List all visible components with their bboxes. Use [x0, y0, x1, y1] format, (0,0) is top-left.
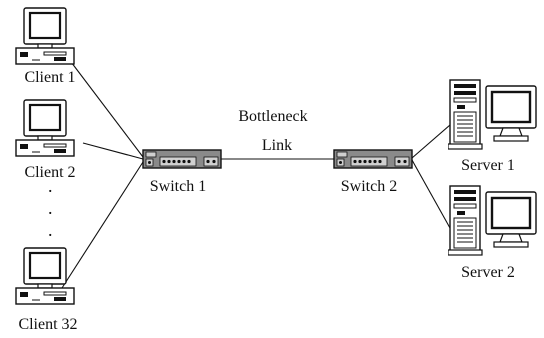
client-node: Client 1 — [14, 6, 76, 86]
server-label: Server 2 — [461, 264, 515, 281]
link-client2-switch1 — [82, 142, 144, 160]
client-label: Client 1 — [24, 69, 75, 86]
bottleneck-label: Bottleneck Link — [238, 108, 307, 154]
server-node: Server 1 — [448, 78, 538, 174]
desktop-computer-icon — [14, 246, 76, 306]
ellipsis-dots: . . . — [48, 176, 53, 240]
server-label: Server 1 — [461, 157, 515, 174]
link-switch2-server2 — [411, 159, 451, 229]
switch-node: Switch 1 — [142, 149, 222, 195]
bottleneck-label-line1: Bottleneck — [238, 108, 307, 125]
link-client1-switch1 — [61, 49, 144, 158]
client-label: Client 32 — [18, 316, 77, 333]
desktop-computer-icon — [14, 98, 76, 158]
client-label: Client 2 — [24, 164, 75, 181]
connections — [61, 49, 451, 289]
link-client32-switch1 — [61, 161, 144, 289]
ellipsis-dot: . — [48, 220, 53, 240]
bottleneck-label-line2: Link — [262, 137, 292, 154]
network-switch-icon — [333, 149, 413, 169]
network-switch-icon — [142, 149, 222, 169]
switch-node: Switch 2 — [333, 149, 413, 195]
client-node: Client 32 — [14, 246, 78, 333]
server-node: Server 2 — [448, 184, 538, 281]
link-switch2-server1 — [411, 124, 451, 159]
switch-label: Switch 2 — [341, 178, 397, 195]
ellipsis-dot: . — [48, 176, 53, 196]
tower-server-icon — [448, 78, 538, 151]
ellipsis-dot: . — [48, 198, 53, 218]
switch-label: Switch 1 — [150, 178, 206, 195]
desktop-computer-icon — [14, 6, 76, 66]
tower-server-icon — [448, 184, 538, 257]
client-node: Client 2 — [14, 98, 76, 181]
